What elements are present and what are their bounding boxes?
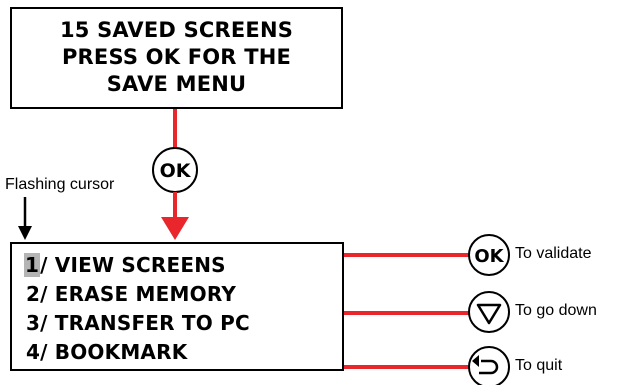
down-button[interactable] <box>468 291 510 333</box>
flashing-cursor: 1 <box>24 253 41 277</box>
ok-button-center[interactable]: OK <box>152 147 198 193</box>
menu-screen-display: 1/ VIEW SCREENS 2/ ERASE MEMORY 3/ TRANS… <box>10 242 344 371</box>
go-down-caption: To go down <box>515 302 597 319</box>
down-triangle-icon <box>476 303 502 325</box>
quit-caption: To quit <box>515 357 563 374</box>
menu-item-erase-memory: 2/ ERASE MEMORY <box>26 282 237 306</box>
cursor-arrow-head <box>18 226 32 240</box>
top-screen-line-1: 15 SAVED SCREENS <box>59 18 294 42</box>
ok-button-center-label: OK <box>160 160 192 182</box>
menu-item-transfer-to-pc: 3/ TRANSFER TO PC <box>26 311 250 335</box>
ok-icon: OK <box>474 246 504 267</box>
red-arrow-head <box>161 217 189 240</box>
return-button[interactable] <box>468 346 510 385</box>
top-screen-line-3: SAVE MENU <box>106 72 247 96</box>
ok-validate-button[interactable]: OK <box>468 234 510 276</box>
flashing-cursor-caption: Flashing cursor <box>5 176 115 193</box>
top-screen-display: 15 SAVED SCREENS PRESS OK FOR THE SAVE M… <box>10 7 343 109</box>
menu-item-bookmark: 4/ BOOKMARK <box>26 340 188 364</box>
return-arrow-icon <box>472 355 499 375</box>
menu-item-view-screens-label: / VIEW SCREENS <box>40 253 226 277</box>
top-screen-line-2: PRESS OK FOR THE <box>61 45 292 69</box>
menu-item-view-screens: 1/ VIEW SCREENS <box>24 251 342 280</box>
validate-caption: To validate <box>515 245 592 262</box>
